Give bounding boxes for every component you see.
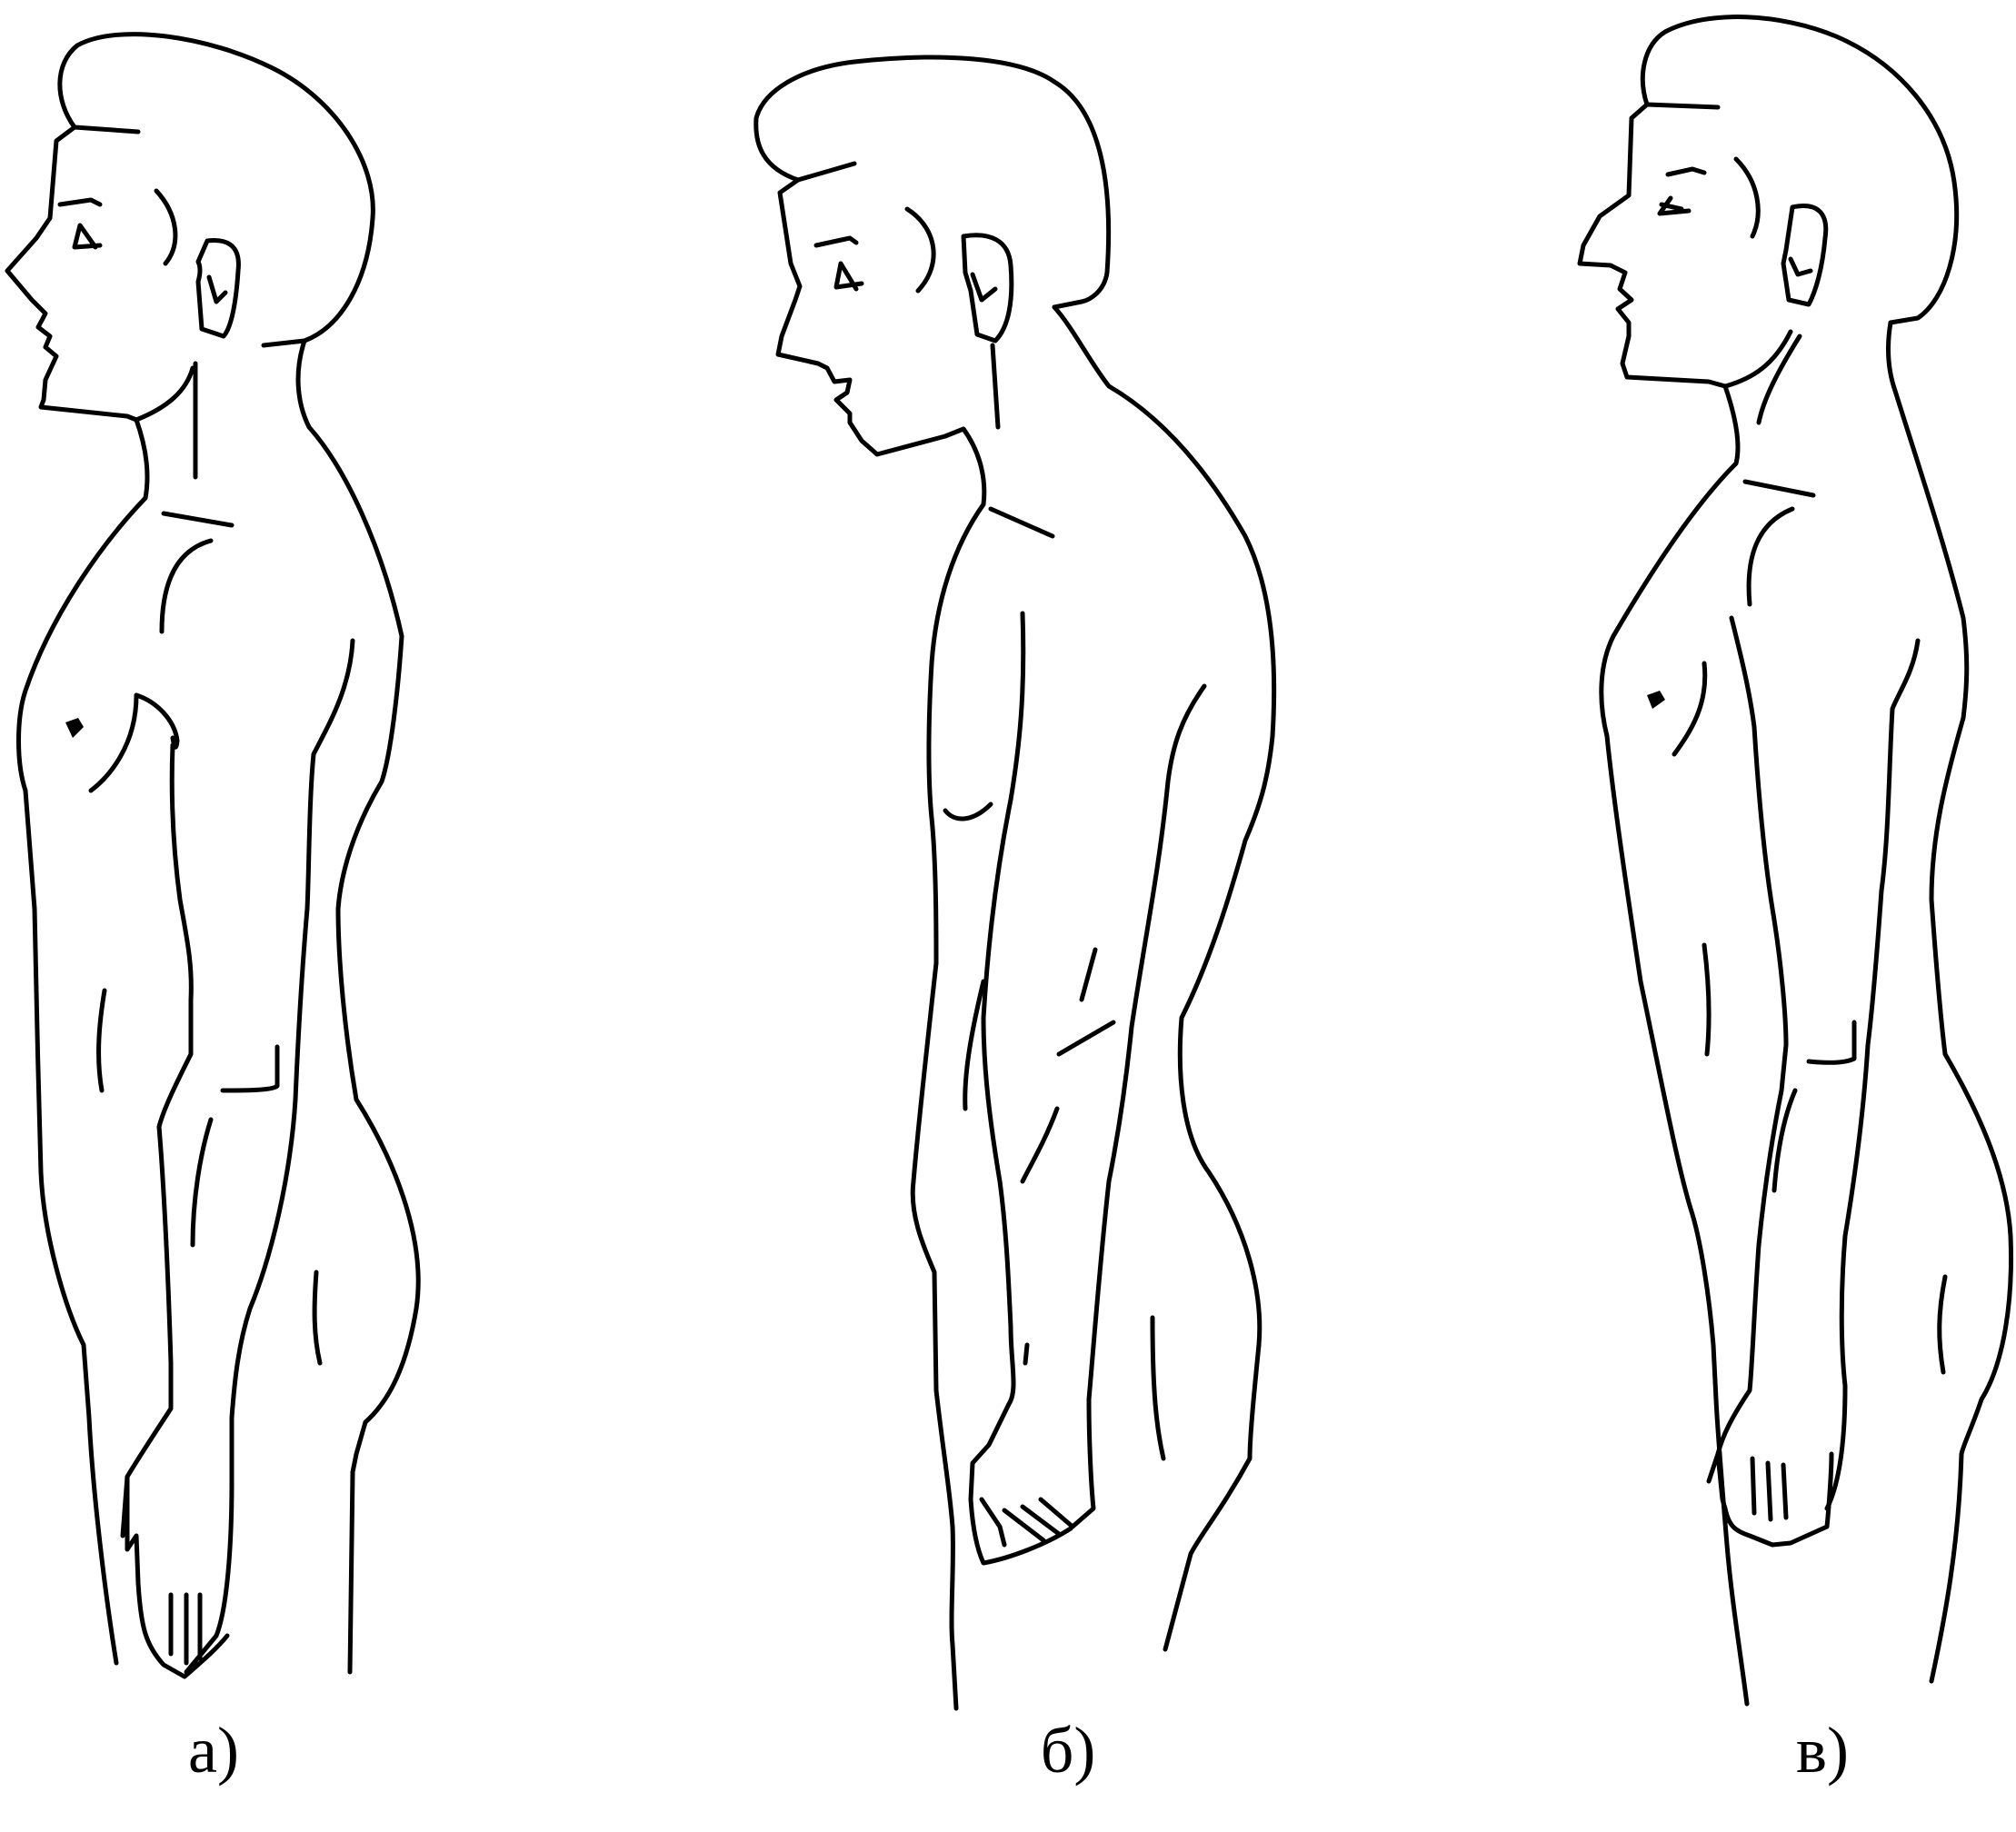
figure-b-eye bbox=[833, 261, 864, 292]
figure-c-arm-front bbox=[1706, 615, 1789, 1484]
figure-c-ear bbox=[1781, 204, 1829, 307]
figure-c-finger-1 bbox=[1750, 1456, 1757, 1516]
figure-a-eye bbox=[72, 223, 103, 250]
figure-b-back bbox=[1052, 304, 1277, 1652]
figure-c-neck-line bbox=[1756, 334, 1802, 425]
figure-b-neck-line bbox=[990, 343, 1001, 430]
figure-b-throat bbox=[926, 426, 987, 966]
figure-c-shoulder-curve bbox=[1746, 506, 1795, 607]
figure-c-cheekbone bbox=[1733, 156, 1761, 239]
figure-b bbox=[754, 55, 1277, 1711]
figure-b-ribs-line bbox=[963, 979, 986, 1111]
figure-b-arm-back bbox=[1070, 683, 1207, 1529]
figure-a-front-leg bbox=[23, 788, 119, 1666]
figure-a-cheekbone bbox=[154, 188, 178, 266]
figure-a bbox=[5, 32, 421, 1679]
figure-a-arm-front bbox=[120, 742, 194, 1538]
figure-a-forearm-line bbox=[190, 1117, 214, 1248]
figure-b-finger-4 bbox=[1038, 1497, 1075, 1529]
figure-c-label: в) bbox=[1796, 1714, 1849, 1787]
figure-a-back bbox=[295, 338, 421, 1675]
figure-b-label: б) bbox=[1040, 1714, 1096, 1787]
figure-a-armpit bbox=[134, 692, 180, 750]
figure-a-ear bbox=[195, 237, 241, 339]
figure-a-jaw-neck bbox=[134, 365, 195, 423]
figure-b-eyebrow bbox=[813, 235, 859, 248]
figure-b-collar bbox=[988, 506, 1055, 539]
figure-c-eyebrow bbox=[1665, 166, 1707, 177]
figure-b-forearm-inner bbox=[1023, 1342, 1030, 1366]
figure-b-hair-line bbox=[795, 161, 857, 183]
figure-a-ribs-line bbox=[96, 988, 107, 1093]
figure-c-hair-line bbox=[1644, 102, 1721, 110]
figure-b-head-outline bbox=[754, 55, 1112, 310]
figure-a-shoulder-curve bbox=[159, 538, 214, 634]
figure-c-pec-curve bbox=[1672, 661, 1708, 757]
figure-a-throat-chest bbox=[16, 417, 150, 793]
figure-c-elbow-line bbox=[1806, 1020, 1857, 1065]
figure-c-ribs-line bbox=[1702, 942, 1712, 1057]
figure-c-thigh-line bbox=[1937, 1274, 1948, 1375]
figure-b-finger-3 bbox=[1020, 1504, 1062, 1537]
figure-c-arm-back bbox=[1824, 638, 1921, 1511]
figure-a-thigh-line bbox=[312, 1269, 323, 1366]
figure-c-nipple bbox=[1647, 691, 1665, 709]
figure-a-hand bbox=[125, 1474, 230, 1679]
figure-c-finger-3 bbox=[1781, 1462, 1789, 1520]
figure-c-finger-2 bbox=[1765, 1460, 1773, 1522]
figure-a-pec-curve bbox=[88, 692, 139, 793]
figure-c-neck bbox=[1722, 329, 1793, 389]
figure-a-nipple bbox=[65, 718, 84, 738]
figure-b-waist-line bbox=[1056, 1020, 1116, 1057]
figure-b-finger-1 bbox=[979, 1497, 1007, 1548]
figure-c-forearm-line bbox=[1771, 1088, 1798, 1193]
figure-b-ear-inner bbox=[970, 272, 998, 303]
figure-b-finger-2 bbox=[1002, 1508, 1046, 1543]
figure-c-front-leg bbox=[1604, 733, 1750, 1707]
figure-a-elbow-line bbox=[220, 1044, 280, 1093]
figure-c-back bbox=[1886, 320, 2013, 1684]
figure-b-shoulder-fold bbox=[943, 802, 993, 821]
figure-b-thigh-line bbox=[1150, 1315, 1166, 1461]
figure-c-throat-chest bbox=[1599, 383, 1741, 739]
figure-b-arm-front bbox=[968, 611, 1073, 1566]
figure-b-forearm-line bbox=[1020, 1106, 1060, 1184]
figure-c-eye bbox=[1657, 195, 1692, 216]
figure-a-face-outline bbox=[5, 124, 139, 423]
figure-b-forearm-back-detail bbox=[1079, 947, 1098, 1002]
figure-a-label: а) bbox=[188, 1714, 239, 1787]
figure-a-ear-inner bbox=[206, 274, 228, 304]
figure-b-face-outline bbox=[775, 177, 966, 457]
figure-b-ear bbox=[961, 233, 1014, 344]
figure-b-cheekbone bbox=[904, 206, 936, 294]
figure-b-front-leg bbox=[910, 961, 959, 1711]
figure-c-ear-inner bbox=[1788, 256, 1813, 277]
figure-a-eyebrow bbox=[57, 197, 103, 207]
figure-c-hand bbox=[1715, 1451, 1834, 1548]
figure-a-hair-line bbox=[72, 124, 141, 134]
figure-a-head-outline bbox=[57, 32, 375, 348]
figure-a-collar bbox=[161, 511, 235, 528]
figure-c-face-outline bbox=[1577, 102, 1728, 389]
figure-c-collar bbox=[1742, 479, 1816, 498]
figure-a-arm-back bbox=[184, 638, 355, 1675]
figure-c bbox=[1577, 15, 2013, 1707]
figure-c-head-outline bbox=[1640, 15, 1960, 325]
